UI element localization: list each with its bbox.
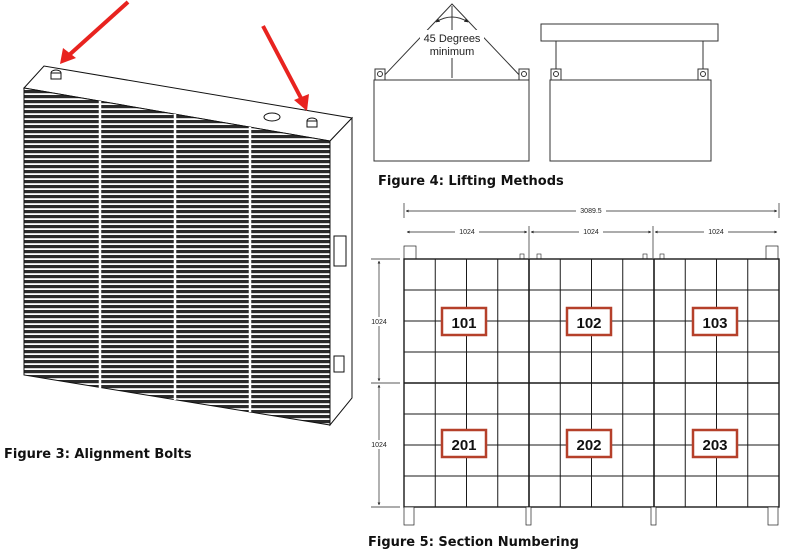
bottom-leg xyxy=(403,506,415,526)
sling-triangle xyxy=(378,3,526,81)
section-number: 202 xyxy=(576,437,601,454)
figure4-caption: Figure 4: Lifting Methods xyxy=(378,174,564,189)
module-grid xyxy=(403,258,780,508)
section-number: 102 xyxy=(576,315,601,332)
panel-box xyxy=(373,79,530,162)
bottom-leg xyxy=(650,506,657,526)
lifting-eye xyxy=(374,68,386,81)
red-arrow-line xyxy=(66,0,130,58)
bottom-leg xyxy=(767,506,779,526)
figure3-caption: Figure 3: Alignment Bolts xyxy=(4,447,192,462)
angle-label: 45 Degrees xyxy=(424,33,481,45)
angle-label-sub: minimum xyxy=(430,46,475,58)
section-width-label: 1024 xyxy=(459,229,475,236)
section-number: 103 xyxy=(702,315,727,332)
section-number: 201 xyxy=(451,437,476,454)
section-label-202: 202 xyxy=(565,428,613,459)
alignment-bolt-body xyxy=(306,120,318,128)
lifting-method-sling: 45 Degrees minimum xyxy=(373,3,530,162)
lifting-method-spreader xyxy=(540,23,719,162)
lifting-ring xyxy=(263,112,281,122)
panel-front-face xyxy=(23,87,331,426)
panel-box xyxy=(549,79,712,162)
lifting-eye xyxy=(697,68,709,81)
section-label-201: 201 xyxy=(440,428,488,459)
spreader-bar xyxy=(540,23,719,42)
section-width-label: 1024 xyxy=(583,229,599,236)
alignment-bolt-body xyxy=(50,72,62,80)
side-handle xyxy=(333,355,345,373)
section-label-203: 203 xyxy=(691,428,739,459)
section-height-label: 1024 xyxy=(371,442,387,449)
total-width-label: 3089.5 xyxy=(580,208,602,215)
section-label-103: 103 xyxy=(691,306,739,337)
section-number: 101 xyxy=(451,315,476,332)
red-arrow-head xyxy=(60,48,76,64)
panel-side-face xyxy=(329,116,353,427)
figure5-caption: Figure 5: Section Numbering xyxy=(368,535,579,550)
section-number: 203 xyxy=(702,437,727,454)
red-arrow-head xyxy=(294,94,309,111)
red-arrow-line xyxy=(261,25,304,101)
section-label-101: 101 xyxy=(440,306,488,337)
angle-arc xyxy=(435,16,469,23)
section-numbering-drawing: 3089.5 1024 1024 1024 1024 1024 xyxy=(368,203,780,526)
lifting-eye xyxy=(518,68,530,81)
lifting-eye xyxy=(550,68,562,81)
section-label-102: 102 xyxy=(565,306,613,337)
section-height-label: 1024 xyxy=(371,319,387,326)
side-handle xyxy=(333,235,347,267)
bottom-leg xyxy=(525,506,532,526)
top-bracket xyxy=(403,245,417,260)
section-width-label: 1024 xyxy=(708,229,724,236)
led-panel-illustration xyxy=(23,0,354,427)
top-bracket xyxy=(765,245,779,260)
